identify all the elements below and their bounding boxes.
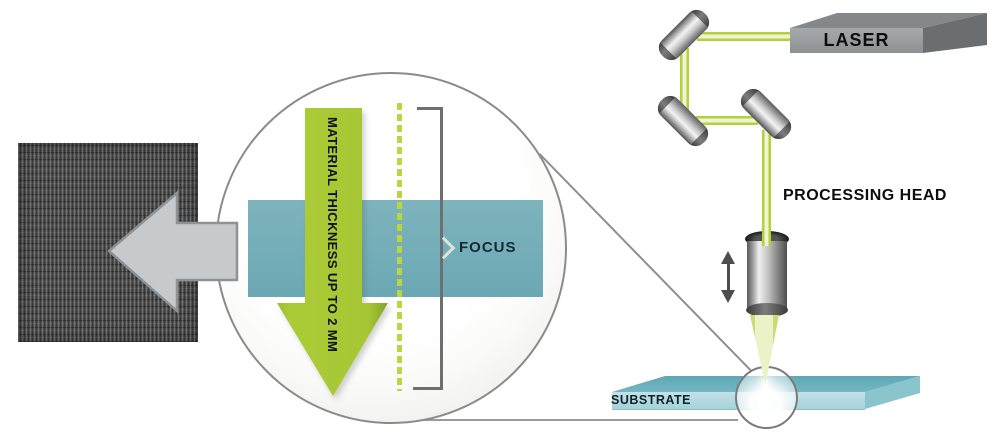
focus-bracket-bottom-tick <box>413 387 443 390</box>
focus-label: FOCUS <box>459 239 517 256</box>
material-band <box>248 200 543 297</box>
focus-bracket-icon <box>440 107 443 390</box>
up-down-arrow-icon <box>721 251 735 264</box>
magnifier-connector-line-bottom <box>420 419 738 421</box>
substrate-label: SUBSTRATE <box>611 393 691 407</box>
laser-box: LASER <box>790 28 923 53</box>
focus-bracket-top-tick <box>417 107 443 110</box>
laser-box-top-face <box>790 13 987 28</box>
beam-mirror2-to-mirror3 <box>696 116 758 125</box>
beam-axis-dashed-line <box>397 103 402 391</box>
beam-entering-head <box>762 230 771 246</box>
up-down-arrow-shaft <box>727 264 730 290</box>
beam-laser-to-mirror1 <box>697 32 790 41</box>
beam-mirror3-to-head <box>762 130 771 242</box>
beam-mirror1-to-mirror2 <box>680 48 689 112</box>
processing-head-label: PROCESSING HEAD <box>783 187 947 204</box>
magnifier-connector-line-top <box>538 153 752 372</box>
processing-head-bottom-cap <box>746 303 788 317</box>
up-down-arrow-bottom <box>721 290 735 303</box>
processing-head-cylinder <box>747 241 787 309</box>
material-thickness-label: MATERIAL THICKNESS UP TO 2 MM <box>325 117 340 353</box>
laser-label: LASER <box>823 30 890 50</box>
left-arrow-icon <box>107 190 239 314</box>
down-arrow-icon <box>277 108 388 396</box>
